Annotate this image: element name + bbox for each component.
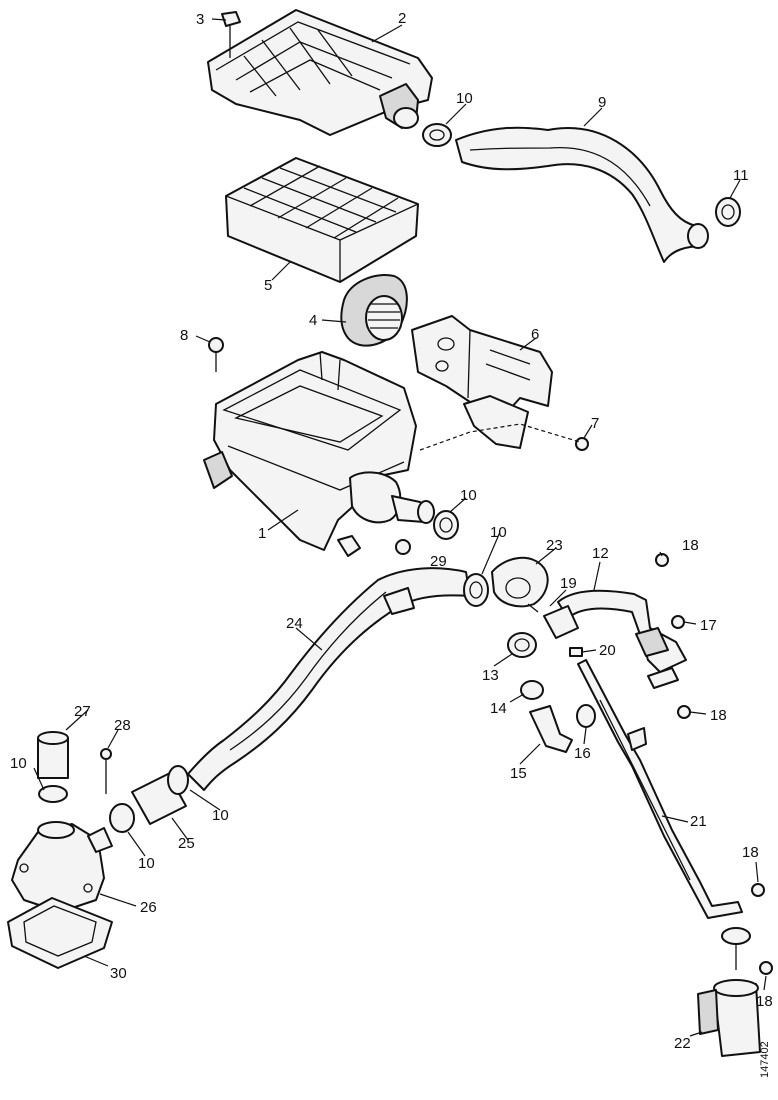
elbow-hose (529, 705, 573, 753)
figure-reference-code: 147402 (759, 1041, 771, 1078)
callout-1: 1 (258, 525, 266, 542)
bypass-clamp (507, 632, 537, 658)
drain-pipe (577, 659, 743, 919)
callout-15: 15 (510, 765, 527, 782)
callout-7: 7 (591, 415, 599, 432)
elbow-clamp (520, 680, 544, 700)
callout-2: 2 (398, 10, 406, 27)
canister (697, 979, 761, 1057)
pipe-grommet (721, 927, 751, 970)
callout-18: 18 (710, 707, 727, 724)
callout-10: 10 (460, 487, 477, 504)
cover-screw (221, 11, 241, 58)
callout-4: 4 (309, 312, 317, 329)
callout-18: 18 (742, 844, 759, 861)
gasket (7, 897, 113, 969)
air-filter-cover (207, 9, 433, 136)
callout-26: 26 (140, 899, 157, 916)
hose-sleeve (131, 765, 189, 825)
callout-6: 6 (531, 326, 539, 343)
bolt (751, 883, 765, 897)
adapter-housing (11, 821, 113, 913)
pipe-fitting (527, 603, 579, 639)
callout-3: 3 (196, 11, 204, 28)
leader-lines (33, 18, 767, 1037)
callout-10: 10 (456, 90, 473, 107)
filter-element (225, 157, 419, 283)
hose-clamp-upper-right (715, 197, 741, 227)
hose-clamp (433, 510, 459, 540)
callout-12: 12 (592, 545, 609, 562)
callout-21: 21 (690, 813, 707, 830)
callout-29: 29 (430, 553, 447, 570)
callout-10: 10 (10, 755, 27, 772)
breather-pipe (557, 589, 687, 673)
callout-18: 18 (682, 537, 699, 554)
bracket-fastener-path (419, 423, 581, 451)
callout-9: 9 (598, 94, 606, 111)
bolt (677, 705, 691, 719)
intake-hose-lower (187, 567, 471, 791)
intake-hose-upper (455, 126, 709, 263)
callout-27: 27 (74, 703, 91, 720)
hose-clamp (109, 803, 135, 833)
cap (37, 731, 69, 779)
callout-13: 13 (482, 667, 499, 684)
housing-bolt (208, 337, 224, 372)
air-filter-housing (203, 351, 435, 557)
callout-24: 24 (286, 615, 303, 632)
mounting-bracket (411, 315, 553, 449)
callout-25: 25 (178, 835, 195, 852)
pipe-bolt (671, 615, 685, 629)
bracket-screw (575, 437, 589, 451)
callout-11: 11 (733, 167, 749, 184)
long-bolt (100, 748, 112, 794)
grommet (576, 704, 596, 728)
callout-19: 19 (560, 575, 577, 592)
hose-clamp (38, 785, 68, 803)
callout-14: 14 (490, 700, 507, 717)
callout-10: 10 (490, 524, 507, 541)
callout-20: 20 (599, 642, 616, 659)
bolt (655, 553, 669, 567)
hose-bolt (395, 539, 411, 555)
pipe-elbow (647, 667, 679, 689)
hose-clamp (463, 573, 489, 607)
bellows-connector (491, 556, 549, 608)
callout-18: 18 (756, 993, 773, 1010)
callout-labels: 3 2 10 9 11 5 4 8 6 7 1 10 10 23 29 12 1… (10, 10, 773, 1078)
callout-10: 10 (138, 855, 155, 872)
callout-23: 23 (546, 537, 563, 554)
callout-10: 10 (212, 807, 229, 824)
callout-16: 16 (574, 745, 591, 762)
callout-22: 22 (674, 1035, 691, 1052)
callout-17: 17 (700, 617, 717, 634)
sealing-ring (569, 647, 583, 657)
intake-seal (340, 274, 408, 347)
callout-30: 30 (110, 965, 127, 982)
callout-8: 8 (180, 327, 188, 344)
bolt (759, 961, 773, 975)
callout-5: 5 (264, 277, 272, 294)
callout-28: 28 (114, 717, 131, 734)
hose-clamp (422, 123, 452, 147)
